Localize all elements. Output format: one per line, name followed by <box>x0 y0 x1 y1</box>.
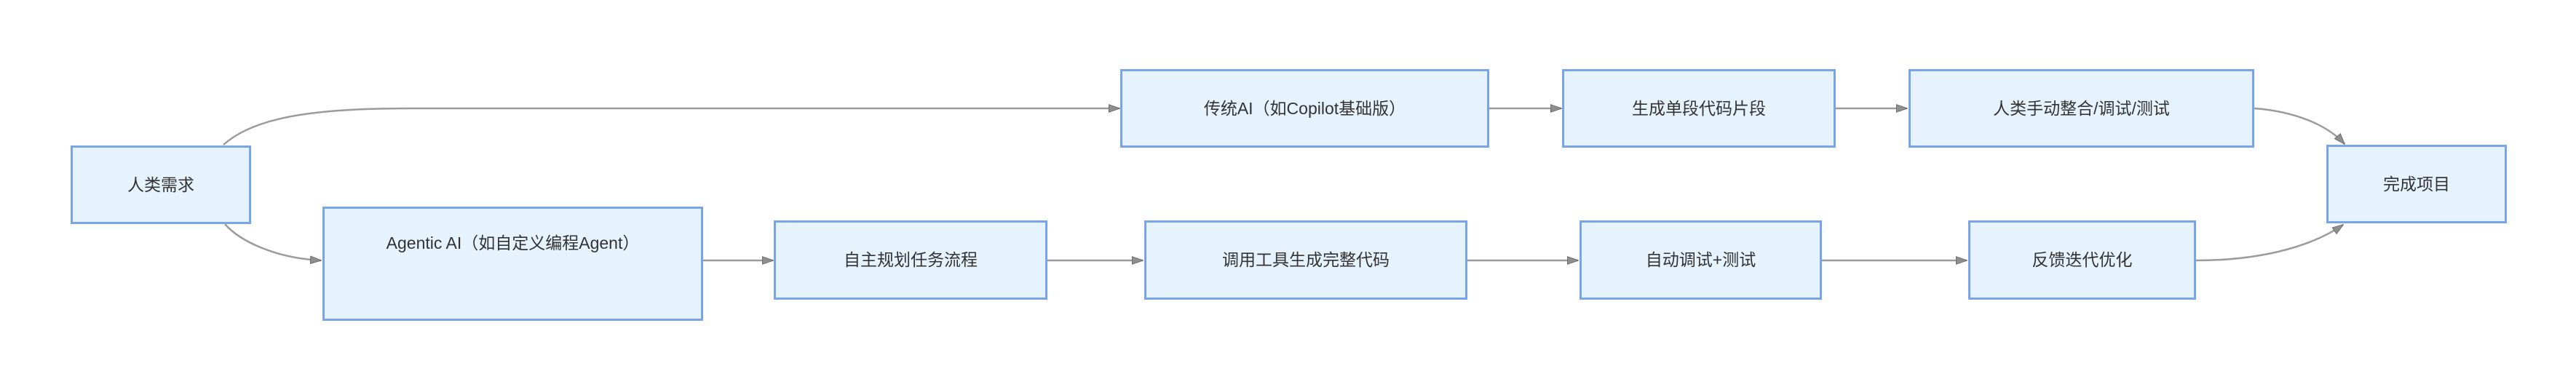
edge-manual-integration-to-complete-project <box>2254 107 2345 144</box>
node-plan-tasks: 自主规划任务流程 <box>774 220 1047 300</box>
edge-human-need-to-agentic-ai <box>224 223 321 260</box>
node-single-snippet: 生成单段代码片段 <box>1562 69 1836 148</box>
node-manual-integration: 人类手动整合/调试/测试 <box>1909 69 2254 148</box>
node-auto-debug-test: 自动调试+测试 <box>1580 220 1822 300</box>
node-label: 人类手动整合/调试/测试 <box>1993 98 2170 118</box>
edge-human-need-to-traditional-ai <box>223 108 1119 145</box>
node-agentic-ai: Agentic AI（如自定义编程Agent） <box>322 207 703 321</box>
node-label: 调用工具生成完整代码 <box>1222 250 1390 270</box>
node-label: 自动调试+测试 <box>1645 250 1756 270</box>
edge-feedback-iterate-to-complete-project <box>2195 225 2343 262</box>
node-label: Agentic AI（如自定义编程Agent） <box>386 234 640 252</box>
node-traditional-ai: 传统AI（如Copilot基础版） <box>1120 69 1489 148</box>
node-label: 人类需求 <box>127 175 194 194</box>
node-label: 传统AI（如Copilot基础版） <box>1203 98 1406 118</box>
node-label: 完成项目 <box>2383 174 2450 193</box>
node-label: 反馈迭代优化 <box>2032 250 2133 270</box>
node-label: 自主规划任务流程 <box>844 250 978 270</box>
node-human-need: 人类需求 <box>71 145 251 224</box>
node-feedback-iterate: 反馈迭代优化 <box>1968 220 2196 300</box>
node-label: 生成单段代码片段 <box>1632 98 1766 118</box>
node-complete-project: 完成项目 <box>2326 145 2507 223</box>
node-tool-generate-code: 调用工具生成完整代码 <box>1144 220 1467 300</box>
